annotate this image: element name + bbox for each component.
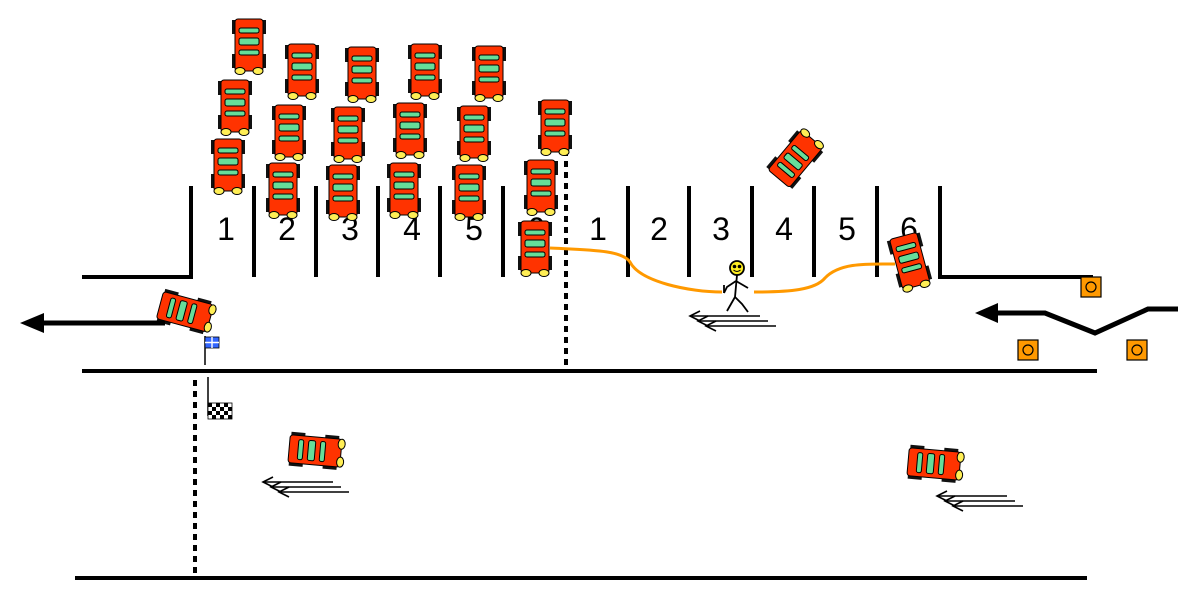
race-car-icon [287, 431, 347, 471]
left-bay-numbers: 1 2 3 4 5 6 [217, 211, 545, 247]
traffic-cone-icon [1017, 339, 1039, 361]
exit-arrow [20, 313, 165, 333]
race-car-icon [231, 18, 267, 75]
race-car-icon [523, 159, 559, 216]
race-car-icon [407, 43, 443, 100]
race-car-icon [284, 43, 320, 100]
speed-lines-icon [936, 490, 1024, 512]
speed-lines-icon [689, 310, 777, 332]
race-car-icon [217, 79, 253, 136]
right-bay-number: 5 [838, 211, 856, 247]
left-bay-number: 4 [403, 211, 421, 247]
race-car-icon [765, 124, 828, 191]
race-car-icon [451, 164, 487, 221]
race-car-icon [456, 105, 492, 162]
track-lines [75, 369, 1097, 580]
race-car-icon [517, 220, 553, 277]
right-bay-number: 3 [712, 211, 730, 247]
race-car-icon [392, 102, 428, 159]
race-car-icon [271, 104, 307, 161]
speed-lines [262, 310, 1024, 512]
race-car-icon [325, 164, 361, 221]
left-bay-number: 2 [278, 211, 296, 247]
race-car-icon [344, 46, 380, 103]
race-car-icon [537, 99, 573, 156]
right-bay-number: 2 [650, 211, 668, 247]
right-bay-number: 4 [775, 211, 793, 247]
traffic-cone-icon [1080, 276, 1102, 298]
left-bay-number: 1 [217, 211, 235, 247]
race-car-icon [210, 138, 246, 195]
entry-arrow [975, 303, 1178, 336]
pit-bay-dividers [252, 186, 879, 277]
race-car-icon [330, 106, 366, 163]
race-car-icon [386, 162, 422, 219]
traffic-cone-icon [1126, 339, 1148, 361]
race-car-icon [155, 288, 219, 337]
left-arrow-icon [975, 303, 998, 323]
pit-rope [549, 246, 896, 294]
race-car-icon [265, 162, 301, 219]
stick-figure-icon [723, 260, 749, 313]
checkered-flag-icon [207, 377, 233, 420]
left-arrow-icon [20, 313, 44, 333]
race-car-icon [471, 45, 507, 102]
speed-lines-icon [262, 476, 350, 498]
queued-cars [210, 18, 573, 277]
right-bay-number: 1 [589, 211, 607, 247]
blue-flag-icon [204, 336, 220, 365]
race-car-icon [906, 444, 966, 484]
pit-lane-walls [82, 186, 1093, 279]
